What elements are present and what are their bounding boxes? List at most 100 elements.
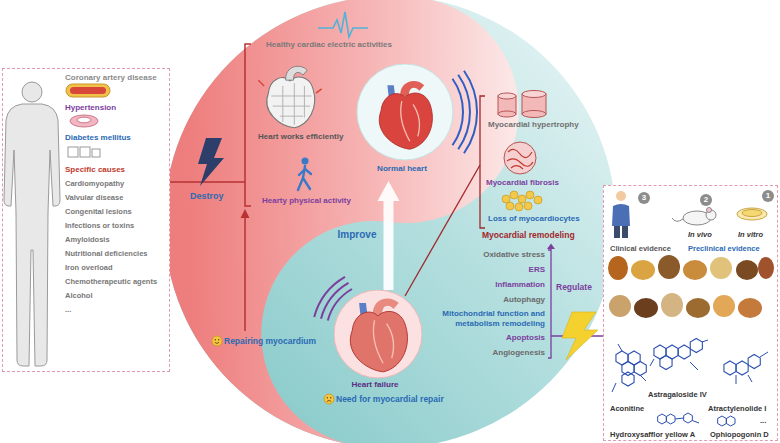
heart-drawing <box>350 299 407 372</box>
walking-person <box>298 158 311 191</box>
cell-loss-icon <box>518 195 526 203</box>
compound-name: Hydroxysafflor yellow A <box>610 430 695 439</box>
walking-person <box>298 166 311 190</box>
improve-arrow <box>384 201 394 290</box>
mouse-icon <box>672 218 683 221</box>
cause-heading: Specific causes <box>65 165 125 175</box>
molecule-structures <box>634 362 646 376</box>
molecule-structures <box>736 361 748 375</box>
callout-number: 1 <box>762 190 774 202</box>
ecg-trace <box>318 12 368 37</box>
cell-loss-icon <box>524 202 532 210</box>
molecule-structures <box>612 344 646 392</box>
yin-yang-ground <box>135 0 534 443</box>
cause-item: Alcohol <box>65 291 93 300</box>
herb-photos <box>736 260 758 280</box>
molecule-structures <box>718 416 727 426</box>
molecule-structures <box>675 418 699 423</box>
action-label: Need for myocardial repair <box>336 394 444 405</box>
smiley-happy <box>212 336 222 346</box>
benefit-label: Heart works efficiently <box>258 132 343 142</box>
circle-outline <box>355 64 455 178</box>
heart-drawing <box>379 93 432 149</box>
cause-item: ... <box>65 305 71 314</box>
cell-loss-icon <box>502 191 542 211</box>
compound-name: Ophiopogonin D <box>710 430 769 439</box>
dish-icon <box>737 208 767 220</box>
molecule-structures <box>736 352 768 384</box>
remodeling-item: Myocardial fibrosis <box>486 178 559 188</box>
remodeling-bracket <box>480 96 485 228</box>
cause-item: Nutritional deficiencies <box>65 249 148 258</box>
lightning-destroy <box>198 138 224 186</box>
heart-grid-icon <box>271 83 311 125</box>
panel-ground <box>603 185 778 441</box>
heartbeat-arcs <box>453 71 478 154</box>
mechanism-item: Oxidative stress <box>419 250 545 260</box>
heart-failure-circle: Heart failure <box>334 290 422 392</box>
action-label: Regulate <box>556 282 592 293</box>
molecule-structures <box>650 340 708 370</box>
heart-grid-icon <box>286 66 308 80</box>
sugar-cube-icon <box>92 149 100 157</box>
cause-item: Cardiomyopathy <box>65 179 124 188</box>
herb-photos <box>661 293 683 317</box>
callout-number: 3 <box>638 192 650 204</box>
vessel-ring-icon <box>70 115 98 127</box>
heart-drawing <box>379 81 432 149</box>
heart-grid-icon <box>258 66 321 127</box>
cell-loss-icon <box>526 191 534 199</box>
herb-photos <box>713 295 735 317</box>
compound-name: Astragaloside IV <box>648 390 707 399</box>
molecule-structures <box>726 416 735 426</box>
mechanism-item: Angiogenesis <box>419 348 545 358</box>
patient-icon <box>622 226 628 238</box>
sugar-cube-icon <box>68 147 100 157</box>
smiley-sad <box>324 394 334 404</box>
molecule-structures <box>666 414 675 424</box>
lightning-regulate <box>562 312 598 360</box>
compound-name: ... <box>760 416 766 425</box>
hypertrophy-icon <box>522 111 546 118</box>
heart-drawing <box>373 320 393 363</box>
circle-outline <box>357 64 453 160</box>
mechanism-item: Apoptosis <box>419 333 545 343</box>
heart-grid-icon <box>267 77 315 128</box>
node-title: Heart failure <box>331 380 419 390</box>
patient-icon <box>612 204 630 226</box>
fibrosis-icon <box>504 142 536 174</box>
circle-outline <box>334 290 422 378</box>
fibrosis-icon <box>507 149 533 169</box>
remodeling-bracket <box>405 165 480 296</box>
cause-item: Congenital lesions <box>65 207 132 216</box>
panel-ground <box>2 68 778 441</box>
heart-grid-icon <box>258 80 321 93</box>
molecule-structures <box>622 372 634 386</box>
cell-loss-icon <box>502 195 510 203</box>
artery-icon <box>66 84 110 97</box>
heartbeat-arcs <box>464 71 477 154</box>
cause-item: Valvular disease <box>65 193 123 202</box>
benefit-label: Hearty physical activity <box>262 196 351 206</box>
smiley-sad <box>324 394 334 404</box>
herb-photos <box>758 257 774 279</box>
mechanism-item: ERS <box>419 265 545 275</box>
panel-ground <box>2 68 170 372</box>
callout-number: 2 <box>700 194 712 206</box>
compound-name: Aconitine <box>610 404 644 413</box>
evidence-panel: 3Clinical evidence2In vivo1In vitroPrecl… <box>603 185 778 441</box>
artery-icon <box>70 87 106 94</box>
cause-item: Iron overload <box>65 263 113 272</box>
smiley-happy <box>218 339 219 340</box>
heartbeat-arcs <box>458 75 470 150</box>
herb-photos <box>686 298 710 318</box>
hypertrophy-icon <box>498 111 516 117</box>
patient-icon <box>614 226 620 238</box>
herb-photos <box>608 255 774 318</box>
patient-icon <box>616 191 626 201</box>
artery-icon <box>66 84 110 97</box>
cell-loss-icon <box>506 202 514 210</box>
herb-photos <box>738 298 762 318</box>
action-label: Repairing myocardium <box>224 336 316 347</box>
molecule-structures <box>622 362 634 376</box>
